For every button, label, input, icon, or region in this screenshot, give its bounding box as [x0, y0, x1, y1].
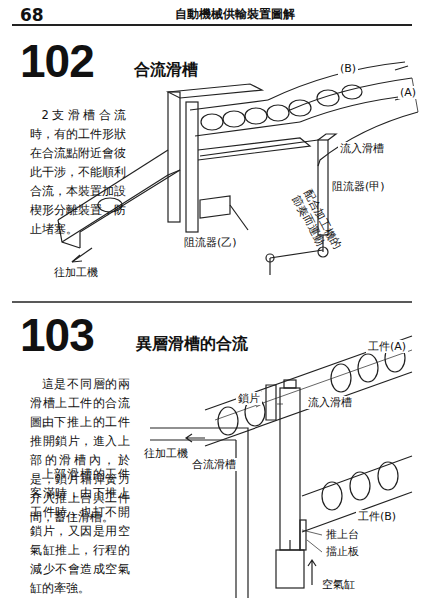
body-text: 上部滑槽的工件客滿時，由下推上工件時，也打不開鎖片，又因是用空氣缸推上，行程的減… [30, 465, 130, 598]
running-header: 自動機械供輸裝置圖解 [175, 7, 295, 21]
section-title: 異層滑槽的合流 [136, 334, 248, 353]
header-rule [12, 24, 412, 26]
part-label: 流入滑槽 [306, 396, 354, 409]
part-label: 工件(B) [356, 510, 398, 523]
body-text: 2支滑槽合流時，有的工件形狀在合流點附近會彼此干涉，不能順利合流，本裝置加設楔形… [30, 106, 126, 239]
part-label: 阻流器(乙) [182, 236, 239, 249]
part-label: 往加工機 [52, 266, 100, 279]
section-rule [12, 301, 412, 303]
part-label: 工件(A) [366, 340, 408, 353]
note-label: 配合加工機的節奏而運動 [290, 187, 347, 263]
part-label: 推上台 [324, 528, 361, 541]
part-label: 擋止板 [324, 545, 361, 558]
part-label: 往加工機 [142, 447, 190, 460]
part-label: 鎖片 [236, 392, 262, 405]
part-label: 阻流器(甲) [330, 180, 387, 193]
part-label: 空氣缸 [320, 578, 357, 591]
part-label: (B) [338, 62, 358, 75]
part-label: 流入滑槽 [338, 142, 386, 155]
part-label: (A) [398, 86, 418, 99]
section-title: 合流滑槽 [134, 60, 198, 79]
two-level-chute-figure [150, 336, 412, 598]
section-number: 103 [20, 312, 94, 358]
page-number: 68 [20, 5, 44, 25]
part-label: 合流滑槽 [190, 458, 238, 471]
section-number: 102 [20, 38, 94, 84]
